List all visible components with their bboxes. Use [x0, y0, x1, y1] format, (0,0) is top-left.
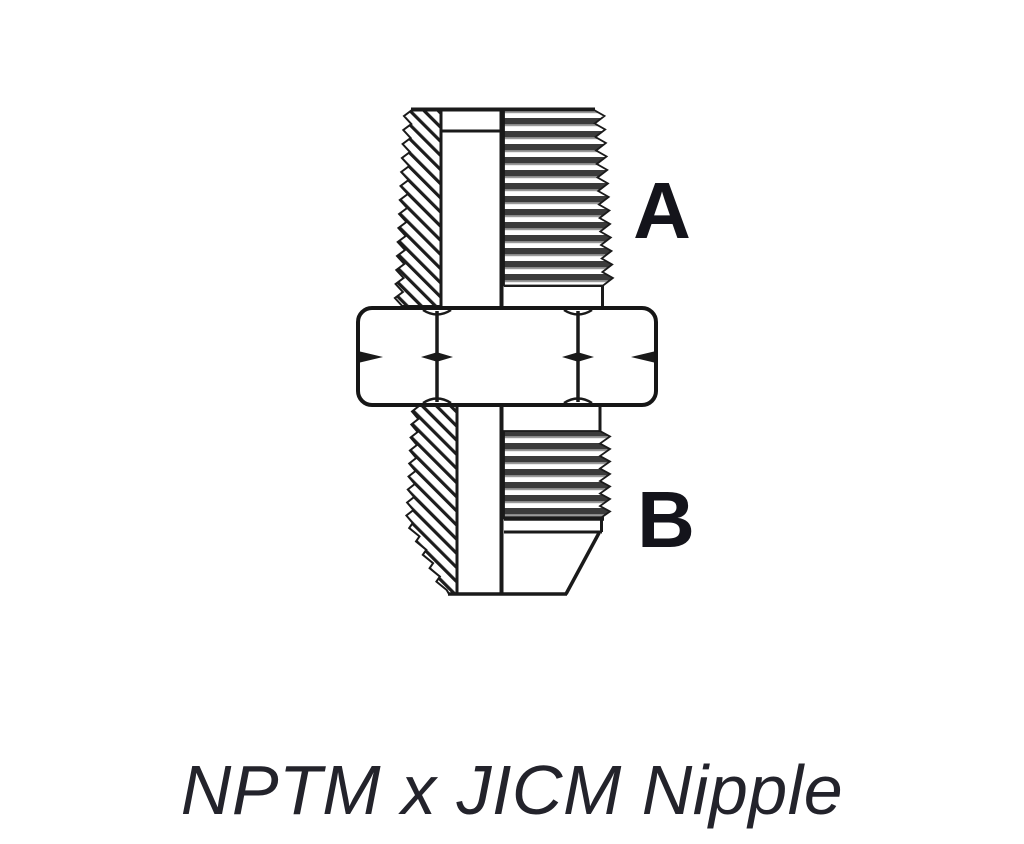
flare-cone-slant	[564, 532, 601, 595]
nptm-male-thread-section-a	[393, 107, 615, 308]
thread-profile-a	[503, 109, 615, 287]
thread-section-hatch-b	[404, 405, 458, 595]
figure-caption: NPTM x JICM Nipple	[180, 751, 844, 829]
thread-section-hatch-a	[393, 109, 442, 307]
hex-tick-outer-left	[360, 351, 383, 363]
hex-facet-curve-tr	[563, 308, 593, 316]
hex-facet-curve-bl	[422, 397, 452, 405]
hex-facet-curve-br	[563, 397, 593, 405]
hex-tick-facet-right	[562, 352, 594, 362]
hex-tick-outer-right	[631, 351, 654, 363]
hex-tick-facet-left	[421, 352, 453, 362]
jicm-male-thread-section-b	[404, 405, 612, 596]
port-label-a: A	[633, 166, 691, 255]
hex-nut	[356, 306, 658, 407]
hex-body	[356, 306, 658, 407]
thread-profile-b	[503, 430, 612, 520]
port-label-b: B	[637, 475, 695, 564]
hex-facet-curve-tl	[422, 308, 452, 316]
